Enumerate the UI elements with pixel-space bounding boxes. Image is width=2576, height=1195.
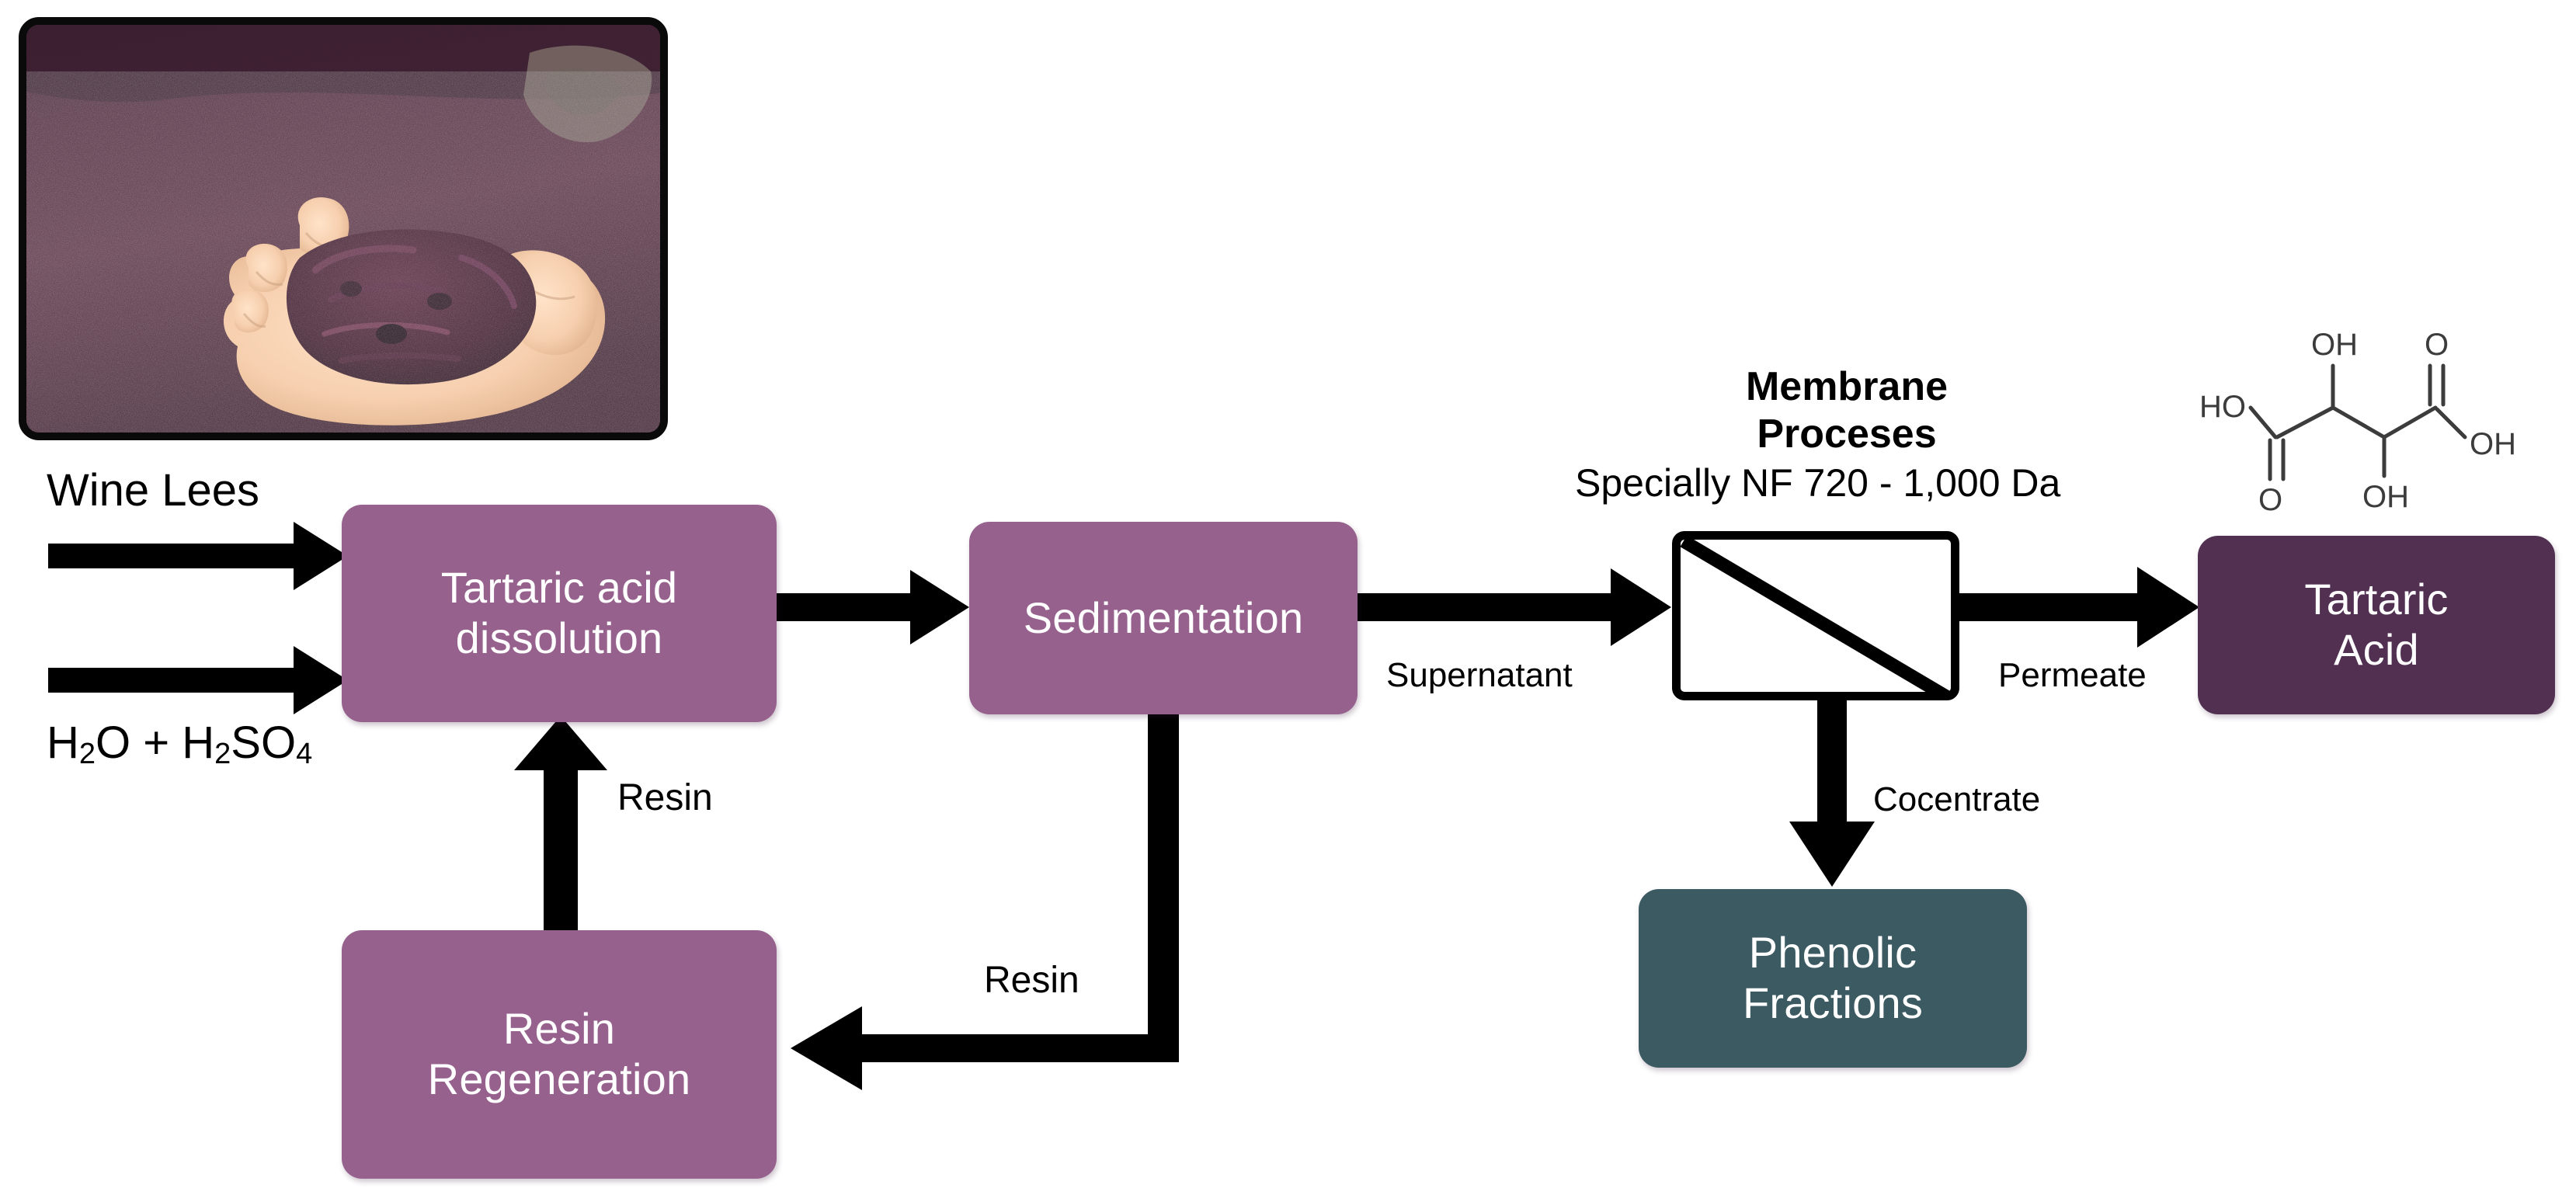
node-sedimentation[interactable]: Sedimentation xyxy=(969,522,1358,714)
label-membrane-specification: Specially NF 720 - 1,000 Da xyxy=(1575,461,2061,505)
label-water-sulfuric-acid: H2O + H2SO4 xyxy=(47,717,313,770)
membrane-diagonal-icon xyxy=(1681,540,1951,700)
arrow-resin-regeneration-to-dissolution xyxy=(514,716,607,930)
molecule-label-oh2: OH xyxy=(2362,480,2409,514)
tartaric-acid-structure-icon: HO O OH OH O OH xyxy=(2199,328,2516,517)
node-label-line1: Tartaric acid xyxy=(440,563,678,613)
node-label-line2: dissolution xyxy=(455,613,663,662)
node-label-line2: Acid xyxy=(2334,625,2419,674)
node-phenolic-fractions[interactable]: Phenolic Fractions xyxy=(1639,889,2027,1068)
node-label-line1: Sedimentation xyxy=(1023,592,1304,642)
wine-lees-photo xyxy=(19,17,668,440)
molecule-label-oh3: OH xyxy=(2470,427,2516,461)
membrane-unit-symbol[interactable] xyxy=(1672,531,1959,700)
label-membrane-processes-title: Membrane Proceses xyxy=(1719,363,1975,459)
molecule-label-oh1: OH xyxy=(2311,328,2358,362)
molecule-label-ho: HO xyxy=(2199,390,2246,424)
node-label-line2: Regeneration xyxy=(427,1054,691,1103)
arrow-sedimentation-to-membrane xyxy=(1358,568,1671,646)
node-tartaric-acid-product[interactable]: Tartaric Acid xyxy=(2198,536,2555,714)
label-permeate: Permeate xyxy=(1998,656,2147,694)
label-cocentrate: Cocentrate xyxy=(1873,780,2041,818)
node-tartaric-acid-dissolution[interactable]: Tartaric acid dissolution xyxy=(342,505,777,722)
arrow-membrane-to-phenolic xyxy=(1789,700,1875,887)
label-resin-to-regeneration: Resin xyxy=(984,960,1079,1001)
molecule-label-o2: O xyxy=(2425,328,2449,362)
arrow-sedimentation-to-resin-regeneration xyxy=(791,714,1179,1090)
arrow-acid-inlet xyxy=(48,646,348,714)
node-label-line2: Fractions xyxy=(1742,978,1924,1027)
node-label-line1: Phenolic xyxy=(1748,928,1917,978)
node-resin-regeneration[interactable]: Resin Regeneration xyxy=(342,930,777,1179)
wine-lees-photo-image xyxy=(26,25,660,432)
arrow-wine-lees-inlet xyxy=(48,522,348,590)
arrow-dissolution-to-sedimentation xyxy=(777,570,969,644)
molecule-label-o1: O xyxy=(2258,483,2282,517)
arrow-membrane-to-tartaric-acid xyxy=(1959,567,2199,648)
label-wine-lees: Wine Lees xyxy=(47,465,260,516)
membrane-title-line1: Membrane xyxy=(1745,364,1949,409)
label-supernatant: Supernatant xyxy=(1386,656,1573,694)
membrane-title-line2: Proceses xyxy=(1757,412,1937,457)
node-label-line1: Tartaric xyxy=(2304,575,2449,624)
label-resin-to-dissolution: Resin xyxy=(617,777,713,818)
node-label-line1: Resin xyxy=(502,1004,616,1054)
